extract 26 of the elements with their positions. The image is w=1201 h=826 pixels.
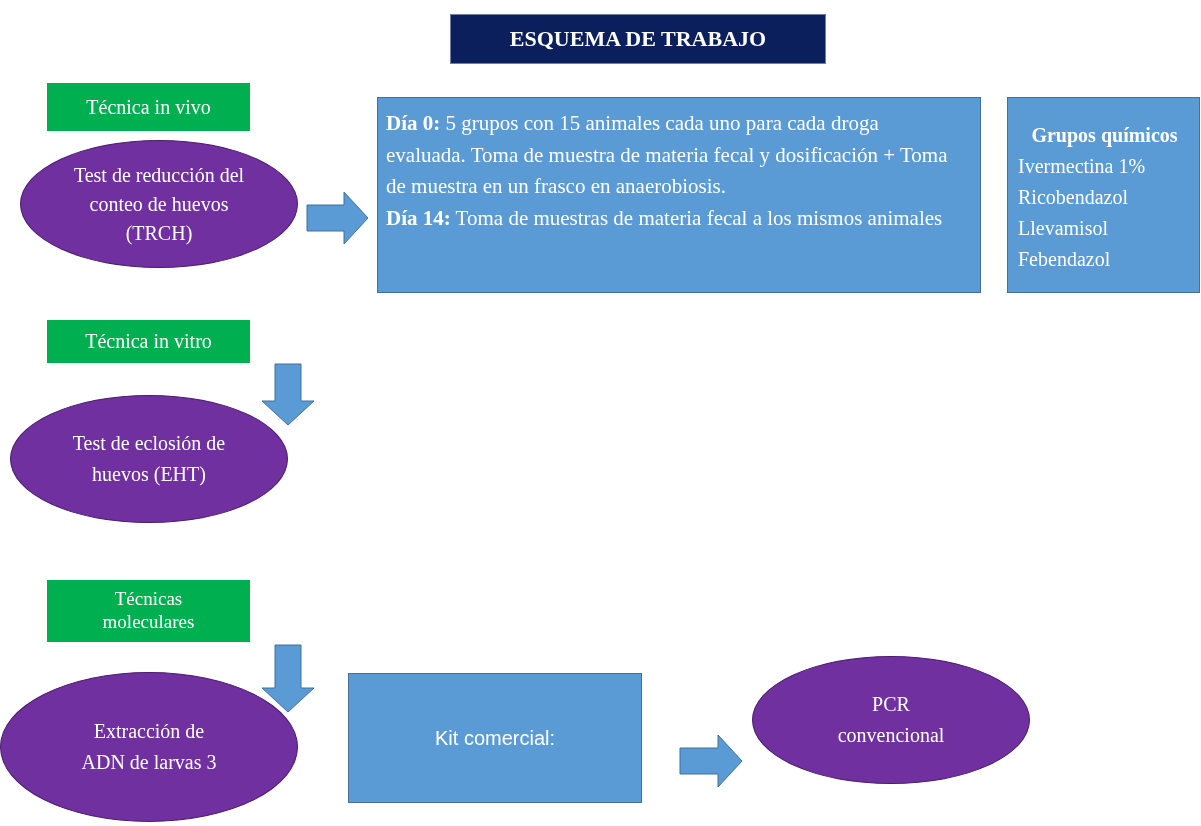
info-box xyxy=(377,97,981,293)
title-banner: ESQUEMA DE TRABAJO xyxy=(450,14,826,64)
block-arrow xyxy=(306,191,369,245)
block-arrow xyxy=(261,363,315,426)
node-text: Test de eclosión de huevos (EHT) xyxy=(71,431,227,488)
node-text: PCR convencional xyxy=(836,692,946,748)
node-text: Técnicas moleculares xyxy=(101,588,196,634)
block-arrow xyxy=(679,734,743,788)
section-label xyxy=(47,580,250,642)
section-label xyxy=(47,83,250,131)
node-text: Técnica in vitro xyxy=(85,329,212,354)
list-item: Ricobendazol xyxy=(1018,185,1129,210)
list-item: Ivermectina 1% xyxy=(1018,154,1147,179)
block-arrow xyxy=(261,644,315,713)
node-text: Técnica in vivo xyxy=(86,94,211,120)
list-heading: Grupos químicos xyxy=(1030,123,1179,149)
node-text: Extracción de ADN de larvas 3 xyxy=(80,719,218,775)
node-text: Día 14: Toma de muestras de materia fecal a los mismos animales xyxy=(386,204,944,232)
info-box xyxy=(1007,97,1200,293)
section-label xyxy=(47,320,250,363)
node-text: Día 0: 5 grupos con 15 animales cada uno para cada droga evaluada. Toma de muestra de materia fecal y dosificación + Toma de muestra en un frasco en anaerobiosis. xyxy=(386,110,949,200)
node-text: Kit comercial: xyxy=(435,725,555,751)
list-item: Febendazol xyxy=(1018,247,1112,272)
list-item: Llevamisol xyxy=(1018,216,1109,241)
node-text: Test de reducción del conteo de huevos (TRCH) xyxy=(72,162,246,247)
info-box xyxy=(348,673,642,803)
